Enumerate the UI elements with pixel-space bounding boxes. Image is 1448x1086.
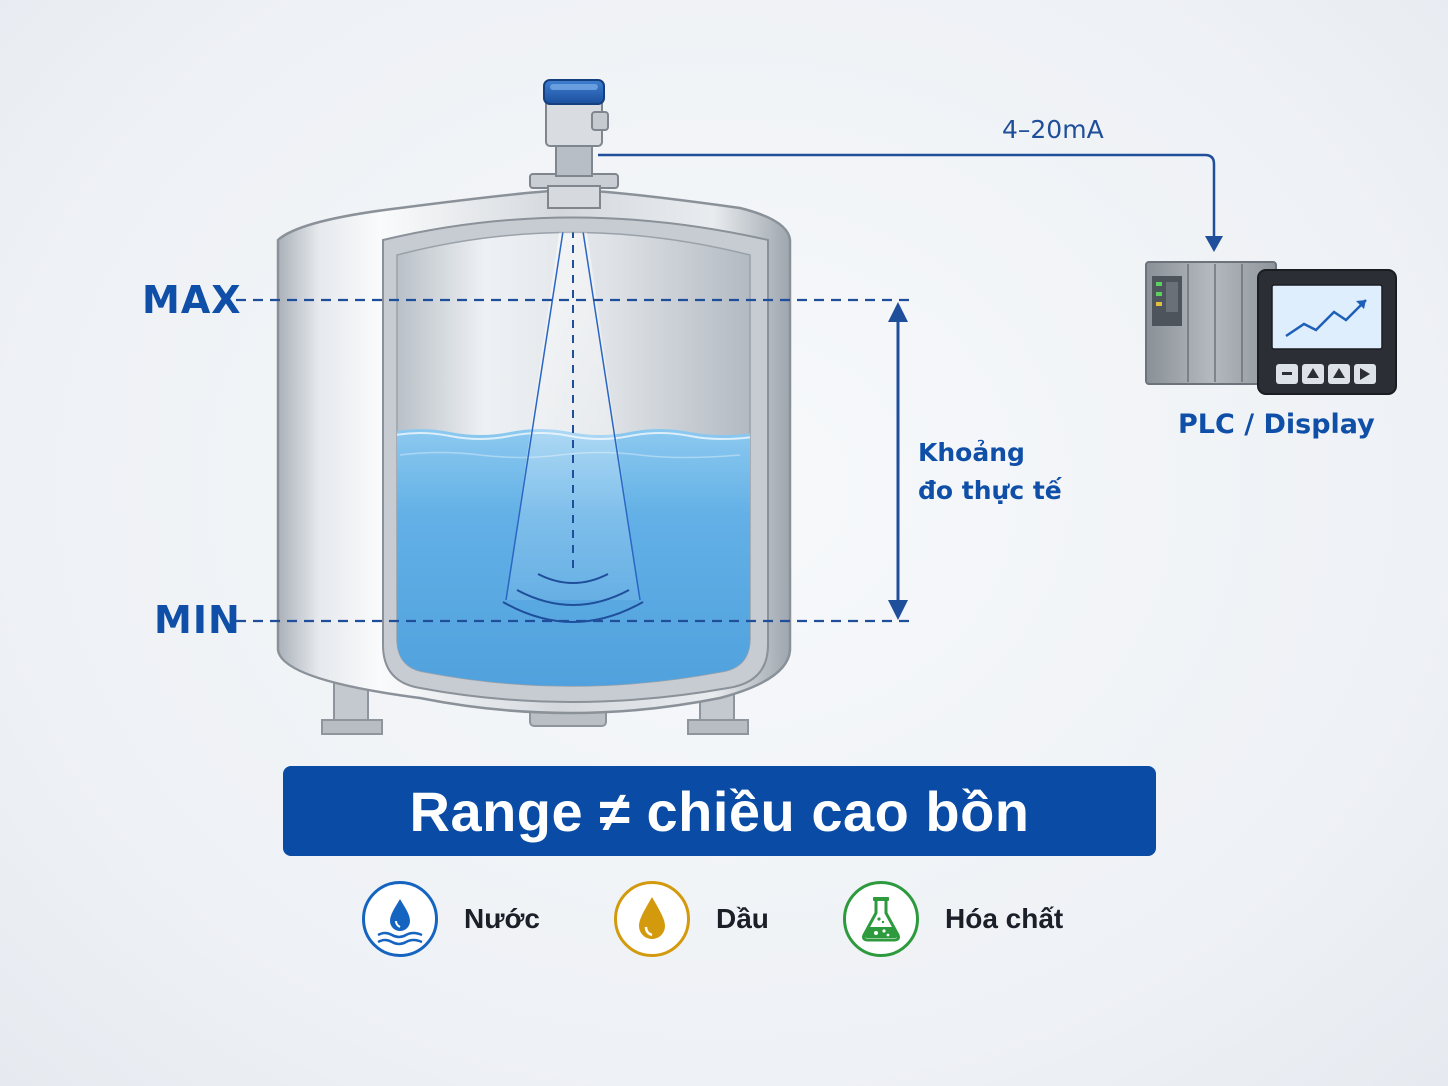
oil-drop-icon xyxy=(614,881,690,957)
legend-label-chemical: Hóa chất xyxy=(945,903,1064,934)
signal-label: 4–20mA xyxy=(1002,115,1104,144)
liquid xyxy=(397,232,750,686)
radar-level-sensor xyxy=(529,79,619,209)
legend-item-water: Nước xyxy=(362,878,540,960)
banner-text: Range ≠ chiều cao bồn xyxy=(409,779,1030,843)
range-note-line-1: Khoảng xyxy=(918,438,1025,467)
signal-wire xyxy=(598,153,1223,252)
legend-label-water: Nước xyxy=(464,903,540,934)
range-note: Khoảng đo thực tế xyxy=(918,434,1138,510)
min-level-label: MIN xyxy=(154,598,241,642)
range-arrow xyxy=(888,302,908,620)
max-level-label: MAX xyxy=(142,278,242,322)
plc-display-label: PLC / Display xyxy=(1178,409,1375,440)
range-note-line-2: đo thực tế xyxy=(918,476,1062,505)
legend-label-oil: Dầu xyxy=(716,903,769,934)
plc-display-device xyxy=(1145,261,1397,395)
legend-item-oil: Dầu xyxy=(614,878,769,960)
water-drop-icon xyxy=(362,881,438,957)
legend-item-chemical: Hóa chất xyxy=(843,878,1063,960)
chemical-flask-icon xyxy=(843,881,919,957)
title-banner: Range ≠ chiều cao bồn xyxy=(283,766,1156,856)
